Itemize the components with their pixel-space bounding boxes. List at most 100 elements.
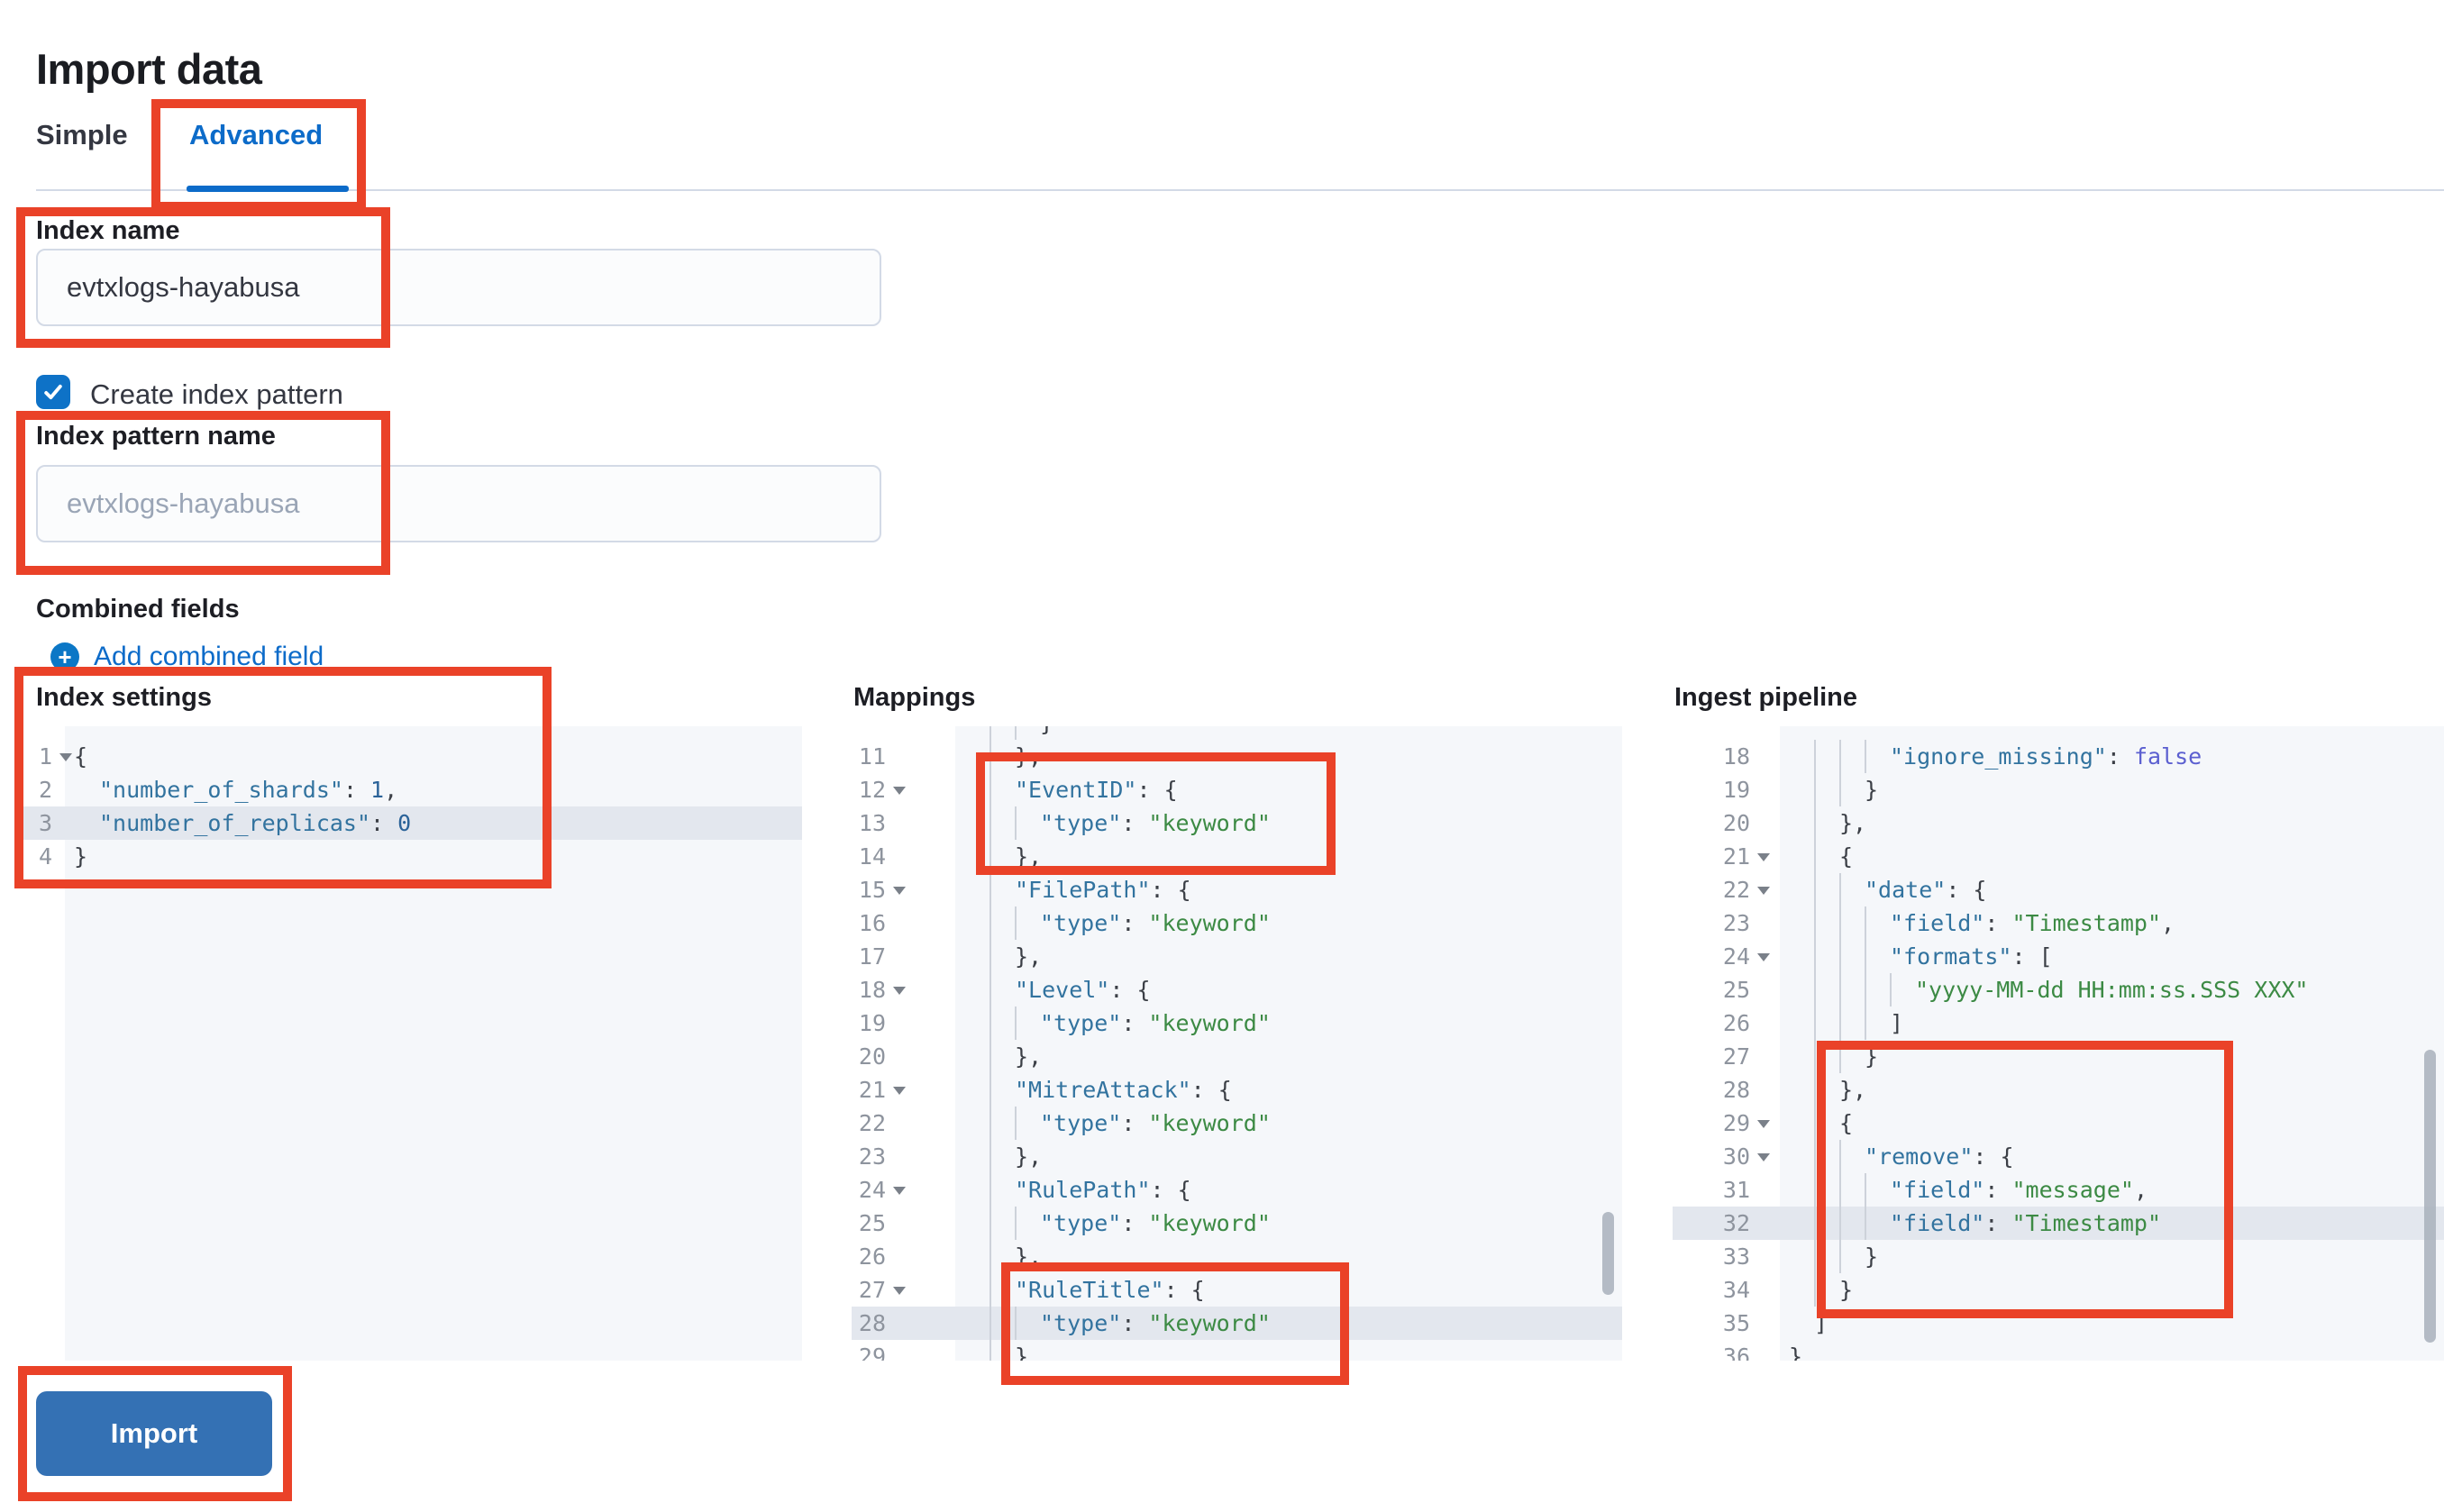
fold-chevron-down-icon[interactable] <box>1757 853 1770 861</box>
plus-icon: + <box>50 642 79 671</box>
indent-guide <box>989 806 991 840</box>
code-line-23: 23}, <box>852 1140 1622 1173</box>
fold-chevron-down-icon[interactable] <box>893 1087 906 1095</box>
indent-guide <box>1839 1207 1841 1240</box>
token-pun: } <box>1040 726 1053 736</box>
tab-advanced[interactable]: Advanced <box>189 119 324 150</box>
code-text: }, <box>1015 1040 1042 1073</box>
code-line-1: 1{ <box>18 740 802 773</box>
indent-guide <box>1814 940 1816 973</box>
vertical-scrollbar-thumb[interactable] <box>2424 1050 2436 1343</box>
indent-guide <box>989 1273 991 1307</box>
code-text: "RuleTitle": { <box>1015 1273 1205 1307</box>
indent-guide <box>1839 906 1841 940</box>
code-text: "type": "keyword" <box>1040 1107 1271 1140</box>
mappings-editor[interactable]: }11},12"EventID": {13"type": "keyword"14… <box>852 726 1622 1361</box>
indent-guide <box>1865 940 1866 973</box>
token-num: 0 <box>397 810 412 836</box>
code-text: }, <box>1015 940 1042 973</box>
indent-guide <box>989 1040 991 1073</box>
token-pun: , <box>384 777 398 803</box>
fold-chevron-down-icon[interactable] <box>893 1287 906 1295</box>
indent-guide <box>1839 940 1841 973</box>
token-pun: }, <box>1839 810 1867 836</box>
indent-guide <box>1814 1273 1816 1307</box>
token-key: "field" <box>1890 910 1985 936</box>
indent-guide <box>989 1207 991 1240</box>
token-pun: : <box>1121 910 1149 936</box>
fold-chevron-down-icon[interactable] <box>1757 887 1770 895</box>
indent-guide <box>989 1006 991 1040</box>
code-area-background <box>955 726 1622 1361</box>
code-line-35: 35] <box>1673 1307 2444 1340</box>
code-line-29: 29{ <box>1673 1107 2444 1140</box>
indent-guide <box>1015 806 1017 840</box>
code-text: "field": "Timestamp" <box>1890 1207 2161 1240</box>
create-index-pattern-checkbox[interactable] <box>36 375 70 409</box>
fold-chevron-down-icon[interactable] <box>893 987 906 995</box>
line-number: 16 <box>858 910 886 936</box>
vertical-scrollbar-thumb[interactable] <box>1602 1212 1614 1295</box>
fold-chevron-down-icon[interactable] <box>1757 953 1770 961</box>
indent-guide <box>989 740 991 773</box>
index-settings-editor[interactable]: 1{2"number_of_shards": 1,3"number_of_rep… <box>18 726 802 1361</box>
indent-guide <box>1839 1006 1841 1040</box>
indent-guide <box>1890 973 1892 1006</box>
indent-guide <box>1814 1140 1816 1173</box>
indent-guide <box>1865 740 1866 773</box>
fold-chevron-down-icon[interactable] <box>893 787 906 795</box>
code-text: }, <box>1015 1240 1042 1273</box>
code-text: } <box>1865 773 1878 806</box>
code-text: "type": "keyword" <box>1040 1006 1271 1040</box>
code-text: "type": "keyword" <box>1040 806 1271 840</box>
indent-guide <box>989 973 991 1006</box>
line-number: 18 <box>858 977 886 1003</box>
line-number: 15 <box>858 877 886 903</box>
token-str: "yyyy-MM-dd HH:mm:ss.SSS XXX" <box>1915 977 2309 1003</box>
code-line-36: 36} <box>1673 1340 2444 1361</box>
code-text: { <box>74 740 87 773</box>
indent-guide <box>989 840 991 873</box>
code-text: "type": "keyword" <box>1040 1307 1271 1340</box>
line-number: 19 <box>1722 777 1750 803</box>
code-text: "number_of_shards": 1, <box>99 773 397 806</box>
token-key: "type" <box>1040 810 1122 836</box>
token-pun: }, <box>1015 1143 1043 1170</box>
index-pattern-name-input[interactable]: evtxlogs-hayabusa <box>36 465 881 542</box>
fold-chevron-down-icon[interactable] <box>1757 1153 1770 1161</box>
token-key: "type" <box>1040 1310 1122 1336</box>
code-line-25: 25"yyyy-MM-dd HH:mm:ss.SSS XXX" <box>1673 973 2444 1006</box>
fold-chevron-down-icon[interactable] <box>893 887 906 895</box>
index-name-input[interactable]: evtxlogs-hayabusa <box>36 249 881 326</box>
token-bool: false <box>2133 743 2202 770</box>
indent-guide <box>1865 906 1866 940</box>
token-pun: : { <box>1150 1177 1191 1203</box>
page-title: Import data <box>36 45 262 94</box>
add-combined-field-label: Add combined field <box>94 642 324 671</box>
token-pun: }, <box>1015 1243 1043 1270</box>
code-line-21: 21{ <box>1673 840 2444 873</box>
indent-guide <box>989 1073 991 1107</box>
line-number: 18 <box>1722 743 1750 770</box>
code-text: "ignore_missing": false <box>1890 740 2202 773</box>
fold-chevron-down-icon[interactable] <box>1757 1120 1770 1128</box>
token-key: "type" <box>1040 1110 1122 1136</box>
token-pun: }, <box>1839 1077 1867 1103</box>
code-line-clipped: } <box>852 726 1622 740</box>
import-button[interactable]: Import <box>36 1391 272 1476</box>
code-text: }, <box>1015 840 1042 873</box>
fold-chevron-down-icon[interactable] <box>59 753 72 761</box>
line-number: 33 <box>1722 1243 1750 1270</box>
code-line-26: 26}, <box>852 1240 1622 1273</box>
indent-guide <box>1839 1173 1841 1207</box>
fold-chevron-down-icon[interactable] <box>893 1187 906 1195</box>
code-text: "MitreAttack": { <box>1015 1073 1232 1107</box>
code-text: "date": { <box>1865 873 1986 906</box>
tab-simple[interactable]: Simple <box>36 119 128 150</box>
add-combined-field-button[interactable]: + Add combined field <box>50 642 324 672</box>
indent-guide <box>989 1140 991 1173</box>
line-number: 22 <box>858 1110 886 1136</box>
token-pun: : <box>1984 1210 2012 1236</box>
line-number: 26 <box>1722 1010 1750 1036</box>
